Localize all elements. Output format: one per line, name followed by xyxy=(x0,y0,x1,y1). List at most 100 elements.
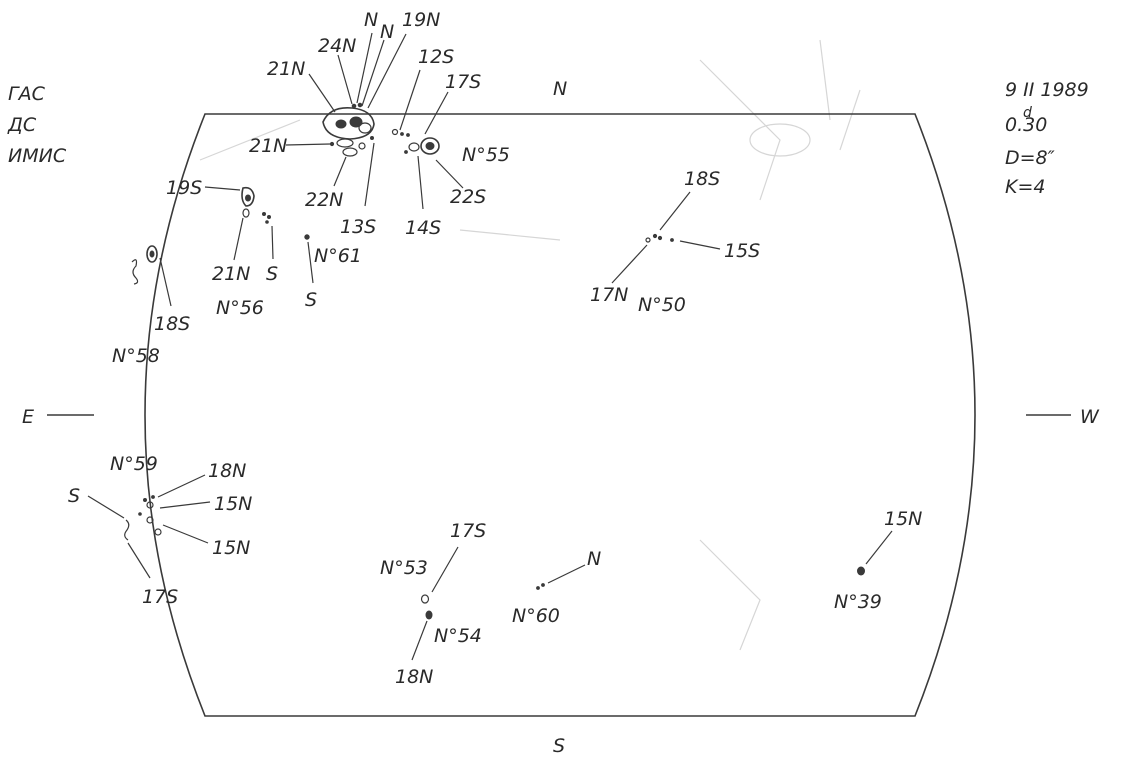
observation-time: 0.30 xyxy=(1005,114,1047,136)
pore xyxy=(351,103,357,109)
spot-label-N: N xyxy=(587,548,601,570)
pore xyxy=(404,150,408,154)
region-label-60: N°60 xyxy=(512,605,560,627)
sunspot xyxy=(342,147,358,157)
region-label-59: N°59 xyxy=(110,453,158,475)
sunspot-39 xyxy=(857,566,865,576)
region-label-61: N°61 xyxy=(314,245,362,267)
spot-label-N: N xyxy=(380,21,394,43)
east-label: E xyxy=(22,406,34,428)
spot-label-S: S xyxy=(266,263,278,285)
sunspot-umbra xyxy=(425,142,435,150)
spot-label-N: N xyxy=(364,9,378,31)
region-39-leader xyxy=(865,530,893,565)
sunspot xyxy=(358,142,366,150)
spot-group-58 xyxy=(131,245,158,285)
region-label-56: N°56 xyxy=(216,297,264,319)
spot-group-56 xyxy=(241,186,271,224)
spot-label-S: S xyxy=(68,485,80,507)
observation-k-index: K=4 xyxy=(1005,176,1045,198)
region-60-leader xyxy=(547,564,586,584)
spot-label-21N: 21N xyxy=(267,58,305,80)
region-61-leader xyxy=(307,241,314,284)
sunspot xyxy=(146,516,154,524)
sunspot xyxy=(336,138,354,148)
west-label: W xyxy=(1080,406,1100,428)
pore xyxy=(652,233,658,239)
pore xyxy=(357,102,363,108)
spot-label-14S: 14S xyxy=(405,217,441,239)
pore xyxy=(329,141,335,147)
observatory-line-2: ДС xyxy=(7,114,37,136)
spot-label-15S: 15S xyxy=(724,240,760,262)
spot-label-15N: 15N xyxy=(884,508,922,530)
sunspot-61 xyxy=(304,234,310,240)
spot-label-22N: 22N xyxy=(305,189,343,211)
region-58-leader xyxy=(159,257,172,307)
pore-60 xyxy=(541,583,545,587)
spot-label-13S: 13S xyxy=(340,216,376,238)
bleed-through-marks xyxy=(199,39,861,651)
region-59-leaders xyxy=(87,474,211,579)
pore xyxy=(151,495,155,499)
region-label-54: N°54 xyxy=(434,625,482,647)
spot-group-59 xyxy=(124,495,162,541)
observatory-line-1: ГАС xyxy=(8,83,46,105)
sunspot-umbra xyxy=(245,194,251,202)
sunspot xyxy=(408,142,420,152)
spot-label-18N: 18N xyxy=(208,460,246,482)
sunspot xyxy=(391,128,399,136)
spot-label-15N: 15N xyxy=(212,537,250,559)
north-label: N xyxy=(553,78,567,100)
region-label-39: N°39 xyxy=(834,591,882,613)
spot-label-17N: 17N xyxy=(590,284,628,306)
sunspot-penumbra xyxy=(322,106,375,140)
region-53-54-leaders xyxy=(411,546,459,661)
solar-disk-outline xyxy=(144,113,976,717)
region-56-leaders xyxy=(204,186,274,261)
spot-label-22S: 22S xyxy=(450,186,486,208)
region-label-53: N°53 xyxy=(380,557,428,579)
sunspot xyxy=(358,122,372,134)
sunspot-umbra xyxy=(335,119,347,129)
pore xyxy=(670,238,674,242)
spot-label-18S: 18S xyxy=(684,168,720,190)
pore xyxy=(262,212,266,216)
pore xyxy=(406,133,410,137)
region-50-leaders xyxy=(611,191,721,284)
pore xyxy=(370,136,374,140)
sunspot xyxy=(146,501,154,509)
spot-label-18N: 18N xyxy=(395,666,433,688)
sunspot-trail xyxy=(124,519,130,541)
observation-diameter: D=8″ xyxy=(1005,147,1055,169)
north-cluster-leaders xyxy=(285,32,464,210)
pore xyxy=(400,132,404,136)
south-label: S xyxy=(553,735,565,757)
sunspot-penumbra xyxy=(146,245,158,263)
region-label-55: N°55 xyxy=(462,144,510,166)
sunspot xyxy=(242,208,250,218)
sunspot-penumbra xyxy=(420,137,440,155)
spot-label-21N: 21N xyxy=(212,263,250,285)
sunspot-penumbra xyxy=(241,186,255,207)
pore xyxy=(267,215,271,219)
observation-time-superscript: d xyxy=(1023,105,1032,121)
sunspot-53 xyxy=(420,594,430,604)
spot-label-18S: 18S xyxy=(154,313,190,335)
spot-label-S: S xyxy=(305,289,317,311)
sunspot-umbra xyxy=(349,116,363,128)
sunspot xyxy=(154,528,162,536)
spot-group-50 xyxy=(645,233,674,243)
pore xyxy=(265,220,269,224)
observation-date: 9 II 1989 xyxy=(1005,79,1089,101)
pore xyxy=(143,498,147,502)
spot-label-19N: 19N xyxy=(402,9,440,31)
spot-label-24N: 24N xyxy=(318,35,356,57)
spot-label-15N: 15N xyxy=(214,493,252,515)
observatory-line-3: ИМИС xyxy=(8,145,67,167)
region-label-50: N°50 xyxy=(638,294,686,316)
sunspot-trail xyxy=(131,259,139,285)
spot-label-19S: 19S xyxy=(166,177,202,199)
sunspot-umbra xyxy=(149,250,155,258)
